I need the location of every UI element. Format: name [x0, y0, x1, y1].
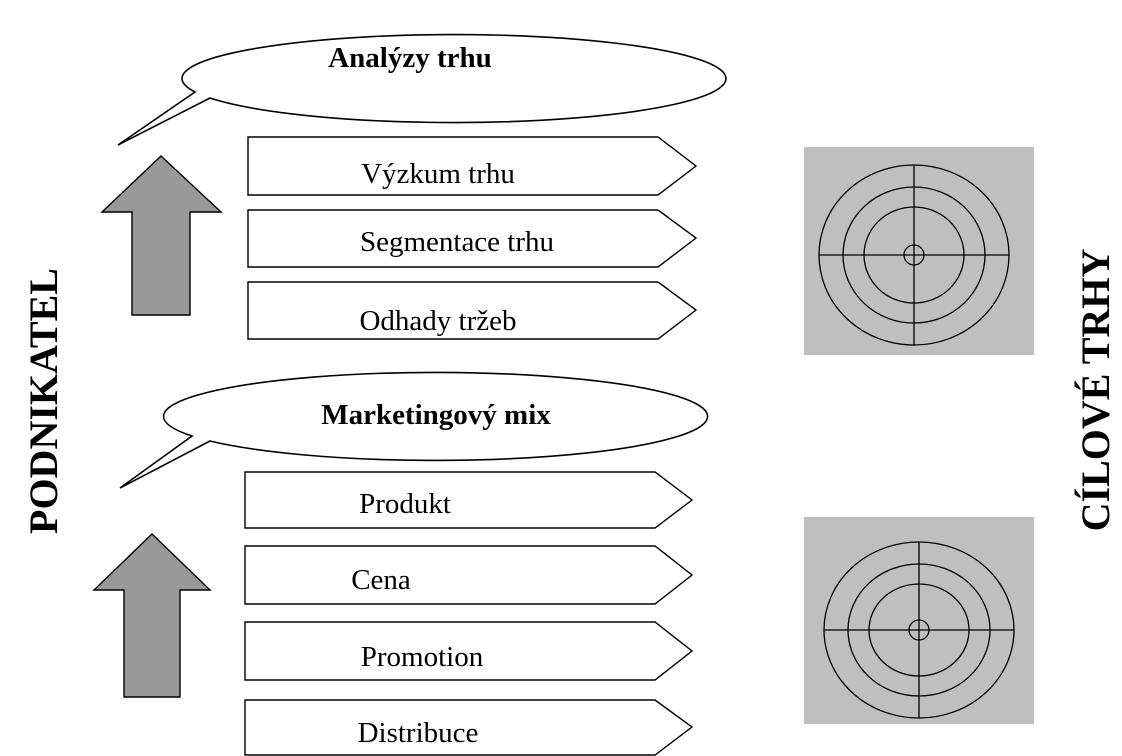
- up-arrow-icon: [100, 155, 223, 316]
- step-label: Segmentace trhu: [360, 226, 554, 258]
- target-icon: [804, 517, 1034, 724]
- step-label: Výzkum trhu: [361, 158, 515, 190]
- target-icon: [804, 147, 1034, 355]
- step-arrow-cena: Cena: [244, 545, 694, 605]
- right-side-label: CÍLOVÉ TRHY: [1073, 249, 1118, 532]
- step-label: Distribuce: [358, 717, 479, 749]
- step-arrow-promotion: Promotion: [244, 621, 694, 681]
- step-arrow-produkt: Produkt: [244, 471, 694, 529]
- speech-bubble-shape: [117, 33, 727, 146]
- step-label: Produkt: [359, 488, 451, 520]
- step-arrow-vyzkum-trhu: Výzkum trhu: [247, 136, 698, 196]
- step-arrow-segmentace-trhu: Segmentace trhu: [247, 209, 698, 268]
- callout-marketingovy-mix: Marketingový mix: [119, 371, 709, 489]
- step-label: Odhady tržeb: [359, 305, 516, 337]
- callout-heading: Marketingový mix: [321, 399, 551, 431]
- callout-analyzy-trhu: Analýzy trhu: [117, 33, 727, 146]
- step-label: Promotion: [361, 641, 484, 673]
- up-arrow-icon: [92, 533, 212, 698]
- step-arrow-distribuce: Distribuce: [244, 699, 694, 756]
- left-side-label: PODNIKATEL: [21, 268, 66, 534]
- step-label: Cena: [351, 564, 411, 596]
- speech-bubble-shape: [119, 371, 709, 489]
- callout-heading: Analýzy trhu: [328, 42, 492, 74]
- step-arrow-odhady-trzeb: Odhady tržeb: [247, 281, 698, 340]
